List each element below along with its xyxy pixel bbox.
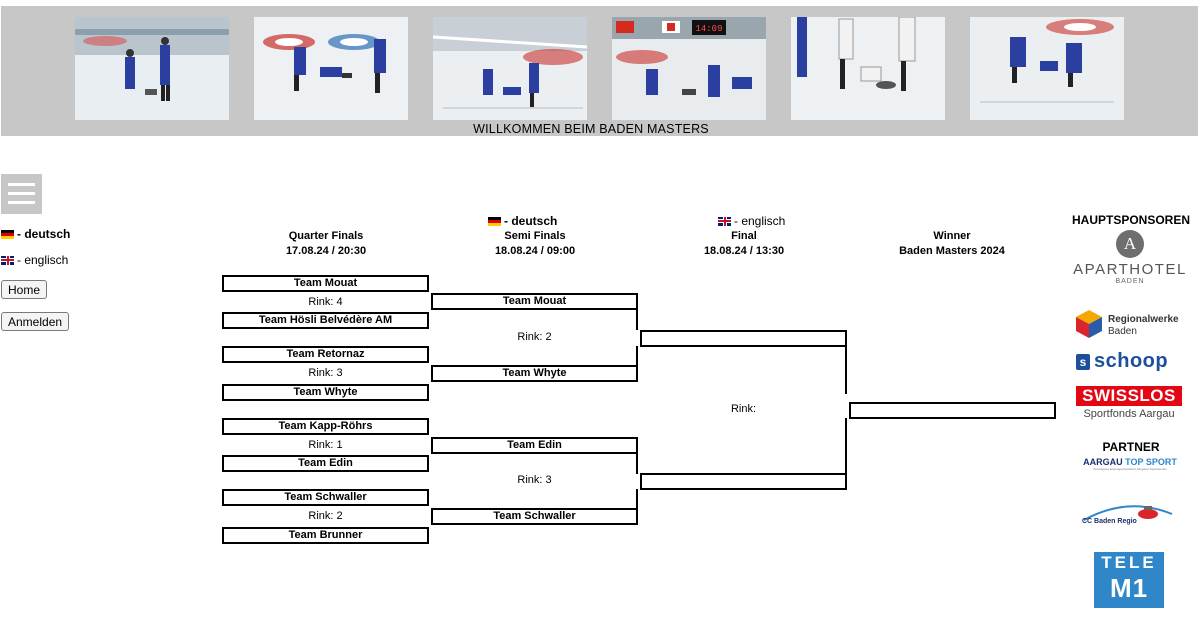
qf1-team-b: Team Hösli Belvédère AM (222, 312, 429, 329)
aparthotel-name: APARTHOTEL (1073, 261, 1187, 278)
bracket-connector (636, 310, 638, 330)
aparthotel-sub: BADEN (1115, 278, 1145, 285)
qf1-rink: Rink: 4 (308, 296, 343, 308)
page-title: WILLKOMMEN BEIM BADEN MASTERS (473, 122, 709, 136)
qf4-team-a: Team Schwaller (222, 489, 429, 506)
final-team-b (640, 473, 847, 490)
winner-box (849, 402, 1056, 419)
login-button[interactable]: Anmelden (1, 312, 70, 331)
qf3-rink: Rink: 1 (308, 439, 343, 451)
header-banner: 14:09 WILLKOMMEN BEIM BADEN MASTERS (1, 6, 1198, 136)
curling-photo-2 (254, 17, 408, 120)
language-label-en: - englisch (17, 253, 69, 267)
qf3-team-a: Team Kapp-Röhrs (222, 418, 429, 435)
round-title: Final (731, 230, 757, 242)
swisslos-sub: Sportfonds Aargau (1083, 408, 1175, 420)
tele-m1-line2: M1 (1109, 573, 1149, 603)
qf2-rink: Rink: 3 (308, 367, 343, 379)
schoop-logo[interactable]: s schoop (1076, 350, 1186, 374)
curling-photo-6 (970, 17, 1124, 120)
partner-heading: PARTNER (1102, 440, 1160, 454)
sf2-rink: Rink: 3 (517, 474, 552, 486)
curling-photo-4: 14:09 (612, 17, 766, 120)
bracket-connector (845, 346, 847, 394)
bracket-connector (636, 454, 638, 474)
curling-photo-1 (75, 17, 229, 120)
round-header-final: Final 18.08.24 / 13:30 (644, 229, 844, 259)
language-label-de: - deutsch (17, 227, 71, 241)
aargau-top-sport-logo[interactable]: AARGAU TOP SPORT Vereinigung leistungsor… (1080, 457, 1180, 481)
scoreboard-time: 14:09 (695, 24, 722, 34)
cc-baden-regio-logo[interactable]: CC Baden Regio (1076, 500, 1176, 530)
tele-m1-logo[interactable]: TELE M1 (1094, 552, 1164, 608)
sf1-team-b: Team Whyte (431, 365, 638, 382)
language-switch-en-center[interactable]: - englisch (718, 214, 785, 228)
aargau-top-sport-name-b: TOP SPORT (1125, 457, 1177, 467)
aargau-top-sport-name-a: AARGAU (1083, 457, 1123, 467)
main-sponsors-heading: HAUPTSPONSOREN (1071, 213, 1190, 227)
round-header-quarter-finals: Quarter Finals 17.08.24 / 20:30 (226, 229, 426, 259)
language-label-de: - deutsch (504, 214, 558, 228)
schoop-mark-icon: s (1076, 354, 1090, 370)
language-switch-de-center[interactable]: - deutsch (488, 214, 557, 228)
round-title: Semi Finals (504, 230, 566, 242)
bracket-connector (845, 418, 847, 476)
round-title: Winner (933, 230, 971, 242)
aparthotel-logo[interactable]: A APARTHOTEL BADEN (1072, 230, 1188, 292)
regionalwerke-sub: Baden (1108, 326, 1137, 337)
final-team-a (640, 330, 847, 347)
regionalwerke-cube-icon (1076, 310, 1102, 338)
round-title: Quarter Finals (288, 230, 364, 242)
qf4-rink: Rink: 2 (308, 510, 343, 522)
regionalwerke-logo[interactable]: Regionalwerke Baden (1076, 308, 1186, 340)
qf2-team-a: Team Retornaz (222, 346, 429, 363)
swisslos-logo[interactable]: SWISSLOS Sportfonds Aargau (1076, 386, 1182, 424)
curling-photo-5 (791, 17, 945, 120)
sf2-team-a: Team Edin (431, 437, 638, 454)
curling-stone-icon (1083, 505, 1173, 521)
round-header-semi-finals: Semi Finals 18.08.24 / 09:00 (435, 229, 635, 259)
language-switch-de[interactable]: - deutsch (1, 227, 70, 241)
cc-baden-regio-name: CC Baden Regio (1082, 518, 1137, 525)
language-label-en: - englisch (734, 214, 786, 228)
sf2-team-b: Team Schwaller (431, 508, 638, 525)
language-switch-en[interactable]: - englisch (1, 253, 68, 267)
round-header-winner: Winner Baden Masters 2024 (852, 229, 1052, 259)
german-flag-icon (1, 229, 14, 239)
round-date: Baden Masters 2024 (899, 245, 1005, 257)
uk-flag-icon (718, 216, 731, 226)
sf1-rink: Rink: 2 (517, 331, 552, 343)
round-date: 18.08.24 / 13:30 (703, 245, 785, 257)
qf4-team-b: Team Brunner (222, 527, 429, 544)
bracket-connector (636, 489, 638, 509)
hamburger-menu-icon[interactable] (1, 174, 42, 214)
qf1-team-a: Team Mouat (222, 275, 429, 292)
round-date: 17.08.24 / 20:30 (285, 245, 367, 257)
schoop-name: schoop (1094, 350, 1169, 372)
qf2-team-b: Team Whyte (222, 384, 429, 401)
aparthotel-emblem-icon: A (1116, 230, 1144, 258)
sf1-team-a: Team Mouat (431, 293, 638, 310)
final-rink: Rink: (730, 403, 757, 415)
curling-photo-3 (433, 17, 587, 120)
german-flag-icon (488, 216, 501, 226)
aargau-top-sport-sub: Vereinigung leistungsorientierter Aargau… (1093, 467, 1167, 471)
qf3-team-b: Team Edin (222, 455, 429, 472)
tele-m1-line1: TELE (1101, 553, 1157, 572)
bracket-connector (636, 346, 638, 366)
uk-flag-icon (1, 255, 14, 265)
regionalwerke-name: Regionalwerke (1108, 314, 1179, 325)
home-button[interactable]: Home (1, 280, 48, 299)
round-date: 18.08.24 / 09:00 (494, 245, 576, 257)
swisslos-name: SWISSLOS (1076, 386, 1182, 406)
